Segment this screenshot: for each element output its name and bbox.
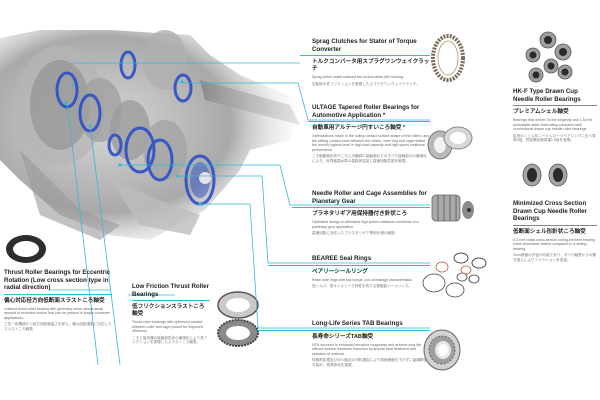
callout-tab-bearings: Long-Life Series TAB Bearings 長寿命シリーズTAB… [258,320,430,367]
callout-description: Thrust roller bearings with optimized co… [132,320,203,334]
callout-jp-title: ベアリーシールリング [312,268,368,275]
callout-title: Sprag Clutches for Stator of Torque Conv… [312,38,417,53]
callout-low-friction-thrust: Low Friction Thrust Roller Bearings 低フリク… [132,283,210,345]
callout-title: Thrust Roller Bearings for Eccentric Rot… [4,269,111,291]
callout-title: ULTAGE Tapered Roller Bearings for Autom… [312,104,420,119]
callout-jp-title: トルクコンバータ用スプラグワンウェイクラッチ [312,59,430,72]
callout-divider [292,207,430,208]
callout-ultage-tapered-roller: ULTAGE Tapered Roller Bearings for Autom… [308,104,430,164]
callout-hkf-drawn-cup: HK-F Type Drawn Cup Needle Roller Bearin… [513,88,597,143]
callout-description: A 2-mm radial cross section rolling-elem… [513,237,595,251]
callout-divider [268,264,430,266]
callout-divider [513,224,597,226]
callout-needle-roller-planetary: Needle Roller and Cage Assemblies for Pl… [292,190,430,236]
callout-jp-title: 自動車用アルテージ円すいころ軸受 * [312,125,406,131]
callout-title: Minimized Cross Section Drawn Cup Needle… [513,200,587,222]
callout-title: BEAREE Seal Rings [312,255,372,262]
callout-description-jp: ころと保持器の接触部形状の最適化により低フリクションを実現したスラストころ軸受。 [132,335,208,345]
callout-description-jp: 従来のシェル形ニードルローラベアリングに比べ寿命3倍、許容静定格荷重1.5倍を実… [513,133,596,143]
callout-divider [300,55,430,56]
callout-description: Sprag clutch which realized low friction… [312,75,404,79]
callout-description-jp: 2mm断面の外径が可能であり、すべり軸受からの置き換えによりフリクションを低減。 [513,253,597,262]
callout-jp-title: 長寿命シリーズTAB軸受 [312,333,374,340]
callout-jp-title: 偏心対応径方向低断面スラストころ軸受 [4,297,105,304]
callout-description: Unitized thrust roller bearing with geom… [4,306,110,320]
callout-title: HK-F Type Drawn Cup Needle Roller Bearin… [513,88,581,103]
callout-jp-title: プラネタリギア用保持器付き針状ころ [312,211,408,217]
callout-divider [4,293,112,295]
callout-description: Optimized design to withstand high speed… [312,220,419,229]
callout-description-jp: 三位一体構造かつ径方向断面高さを抑え、偏心回転運動に対応したスラストころ軸受。 [4,322,112,331]
callout-jp-title: 低断面シェル形針状ころ軸受 [513,228,586,235]
callout-description: Optimizations made to the rolling contac… [312,134,430,152]
callout-description-jp: 特殊熱処理及びNTN独自の材料選定により表面硬度を下げずに組織靭性を高め、長寿命… [312,358,428,367]
callout-bearee-seal-rings: BEAREE Seal Rings ベアリーシールリング Resin seal … [268,255,430,289]
callout-divider [258,329,430,331]
callout-jp-title: プレミアムシェル軸受 [513,109,569,115]
callout-description: Resin seal rings with low torque, low oi… [312,277,414,282]
callout-description-jp: 高速回転に対応したプラネタリギア専用仕様の軸受。 [312,231,399,236]
callout-description-jp: ころ転動面形状やころと内輪鍔の接触面などのすべり接触部分の最適化により、世界最高… [312,154,427,163]
callout-title: Long-Life Series TAB Bearings [312,320,403,327]
callout-divider [308,121,430,122]
callout-description-jp: 空転時の低フリクションを実現したスプラグワンウェイクラッチ。 [312,81,420,86]
callout-jp-title: 低フリクションスラストころ軸受 [132,304,205,317]
callout-description: NTN succeed to enhanced structure toughn… [312,342,421,356]
callout-divider [132,300,210,301]
callout-title: Needle Roller and Cage Assemblies for Pl… [312,190,427,205]
callout-divider [513,105,597,106]
callout-minimized-cross-section: Minimized Cross Section Drawn Cup Needle… [513,200,597,262]
callout-description: Bearings that deliver 3x the longevity a… [513,118,593,132]
callout-thrust-eccentric: Thrust Roller Bearings for Eccentric Rot… [4,269,112,331]
callout-description-jp: 低トルク、低オイルリーク特性を有する樹脂製シールリング。 [312,284,413,289]
callout-sprag-clutch: Sprag Clutches for Stator of Torque Conv… [300,38,430,86]
callout-title: Low Friction Thrust Roller Bearings [132,283,209,298]
